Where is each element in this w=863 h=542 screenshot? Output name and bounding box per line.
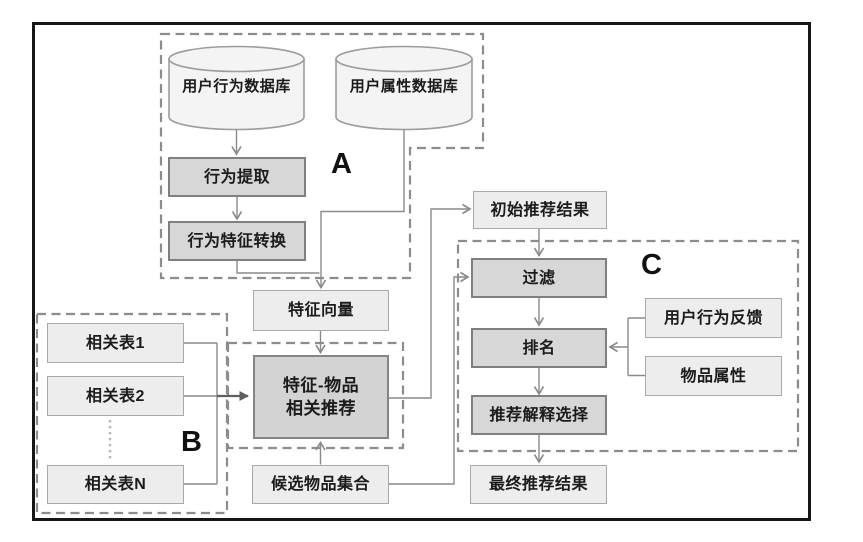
node-behavior-extraction: 行为提取: [168, 157, 306, 197]
node-recommendation-explanation-selection: 推荐解释选择: [471, 395, 607, 435]
node-feature-item-recommendation: 特征-物品 相关推荐: [253, 355, 389, 439]
region-c-label: C: [641, 249, 662, 281]
node-filter: 过滤: [471, 258, 607, 298]
region-c-outline: [456, 239, 800, 453]
node-final-recommendation-result: 最终推荐结果: [470, 465, 607, 504]
region-b-label: B: [181, 426, 202, 458]
node-initial-recommendation-result: 初始推荐结果: [473, 191, 607, 229]
node-db-user-attribute: 用户属性数据库: [336, 54, 472, 116]
region-a-outline: [159, 32, 485, 280]
node-related-table-n: 相关表N: [47, 465, 184, 504]
node-user-behavior-feedback: 用户行为反馈: [645, 298, 782, 338]
node-behavior-feature-conversion: 行为特征转换: [168, 221, 306, 261]
node-feature-item-line1: 特征-物品: [282, 376, 360, 395]
node-related-table-2: 相关表2: [47, 376, 184, 416]
node-ranking: 排名: [471, 328, 607, 368]
db-user-behavior-cylinder: [168, 45, 305, 131]
region-b-outline: [35, 312, 229, 515]
node-candidate-item-set: 候选物品集合: [252, 465, 389, 504]
db-user-attribute-cylinder: [335, 45, 473, 131]
node-db-user-behavior: 用户行为数据库: [169, 54, 304, 116]
region-a-label: A: [331, 148, 352, 180]
node-db-user-behavior-label: 用户行为数据库: [182, 77, 291, 95]
outer-frame: [32, 22, 811, 521]
node-feature-vector: 特征向量: [253, 290, 389, 331]
node-related-table-1: 相关表1: [47, 323, 184, 363]
connectors: [183, 129, 645, 485]
node-feature-item-line2: 相关推荐: [286, 399, 356, 418]
node-item-attribute: 物品属性: [645, 356, 782, 396]
node-db-user-attribute-label: 用户属性数据库: [349, 77, 459, 95]
